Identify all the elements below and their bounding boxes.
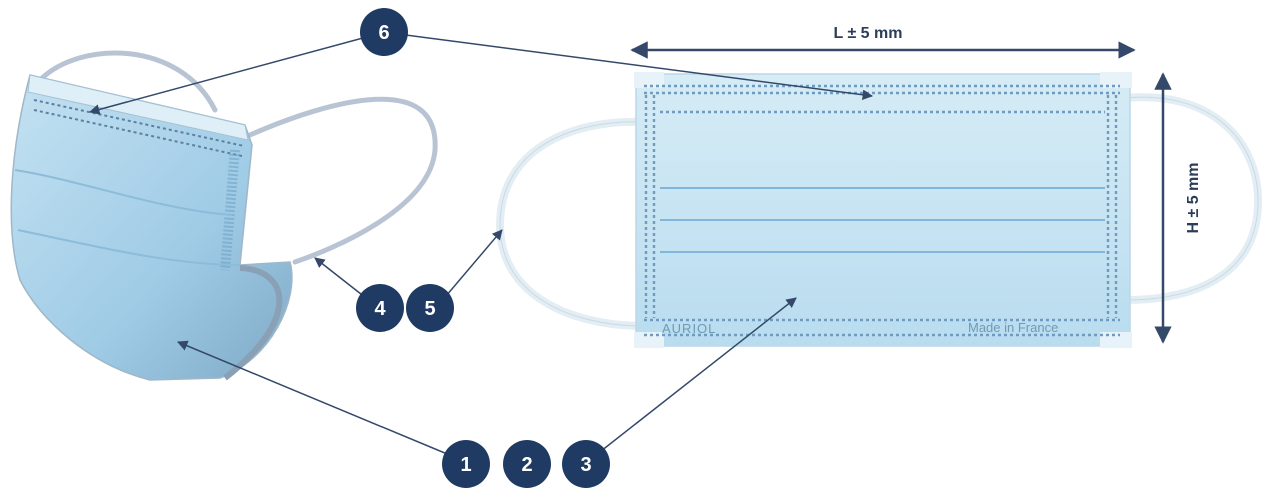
front-right-ear-loop-edge (1124, 96, 1259, 301)
callout-5: 5 (406, 284, 454, 332)
side-top-band (27, 74, 249, 141)
front-stitch-border (644, 84, 1120, 337)
callout-6-label: 6 (378, 22, 389, 44)
callout-1: 1 (442, 440, 490, 488)
callout-2: 2 (503, 440, 551, 488)
front-tab-br (1100, 332, 1132, 348)
height-label: H ± 5 mm (1185, 162, 1202, 233)
front-left-ear-loop (495, 117, 644, 330)
leader-1 (177, 340, 453, 457)
length-label: L ± 5 mm (834, 25, 903, 42)
callout-6: 6 (360, 8, 408, 56)
leader-lines (88, 33, 874, 457)
callout-1-label: 1 (460, 454, 471, 476)
mask-brand-print: AURIOL (662, 321, 716, 336)
callout-3: 3 (562, 440, 610, 488)
leader-4 (314, 257, 367, 299)
leader-3 (595, 297, 797, 456)
front-tab-bl (634, 332, 664, 348)
side-ear-loop (37, 50, 438, 265)
callout-2-label: 2 (521, 454, 532, 476)
height-dimension: H ± 5 mm (1154, 72, 1202, 344)
mask-side-view (10, 50, 438, 381)
side-stitch-2 (33, 109, 243, 157)
front-mask-body (635, 73, 1131, 347)
front-tab-tl (634, 72, 664, 88)
side-bottom-lip (223, 265, 283, 381)
mask-origin-print: Made in France (968, 320, 1058, 335)
length-dimension: L ± 5 mm (630, 25, 1136, 59)
callout-4-label: 4 (374, 298, 386, 320)
leader-6-left (88, 34, 375, 115)
leader-5 (445, 229, 503, 297)
callout-4: 4 (356, 284, 404, 332)
callout-5-label: 5 (424, 298, 435, 320)
side-seam (220, 149, 240, 271)
side-stitch-1 (33, 99, 245, 147)
front-tab-tr (1100, 72, 1132, 88)
side-pleat-2 (17, 229, 241, 266)
side-mask-body (10, 74, 293, 381)
front-left-ear-loop-edge (499, 121, 641, 327)
leader-6-right (397, 33, 874, 100)
mask-front-view: AURIOL Made in France (495, 72, 1263, 348)
side-pleat-1 (14, 169, 233, 216)
callout-3-label: 3 (580, 454, 591, 476)
